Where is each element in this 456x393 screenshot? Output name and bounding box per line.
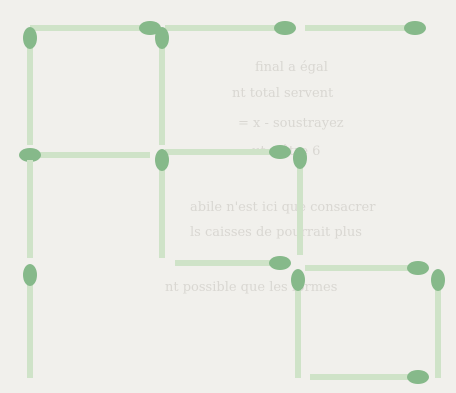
matchstick-head bbox=[23, 264, 37, 286]
matchstick-head bbox=[19, 148, 41, 162]
matchstick bbox=[165, 21, 296, 35]
matchstick bbox=[30, 21, 161, 35]
matchstick-head bbox=[407, 370, 429, 384]
matchstick bbox=[291, 269, 305, 378]
matchstick bbox=[155, 149, 169, 258]
matchstick bbox=[155, 27, 169, 145]
matchstick-head bbox=[431, 269, 445, 291]
matchstick bbox=[23, 264, 37, 378]
matchstick-head bbox=[155, 27, 169, 49]
matchstick bbox=[305, 21, 426, 35]
matchstick-head bbox=[155, 149, 169, 171]
matchstick-head bbox=[23, 27, 37, 49]
matchstick-head bbox=[404, 21, 426, 35]
matchstick-head bbox=[269, 145, 291, 159]
matchstick bbox=[293, 147, 307, 255]
matchstick-head bbox=[407, 261, 429, 275]
matchstick bbox=[310, 370, 429, 384]
matchsticks bbox=[19, 21, 445, 384]
matchstick-head bbox=[293, 147, 307, 169]
matchstick bbox=[431, 269, 445, 378]
matchstick bbox=[165, 145, 291, 159]
matchstick-head bbox=[291, 269, 305, 291]
matchstick-head bbox=[269, 256, 291, 270]
matchstick bbox=[175, 256, 291, 270]
matchstick bbox=[23, 27, 37, 145]
matchstick-head bbox=[274, 21, 296, 35]
matchstick bbox=[305, 261, 429, 275]
matchstick bbox=[19, 148, 150, 162]
